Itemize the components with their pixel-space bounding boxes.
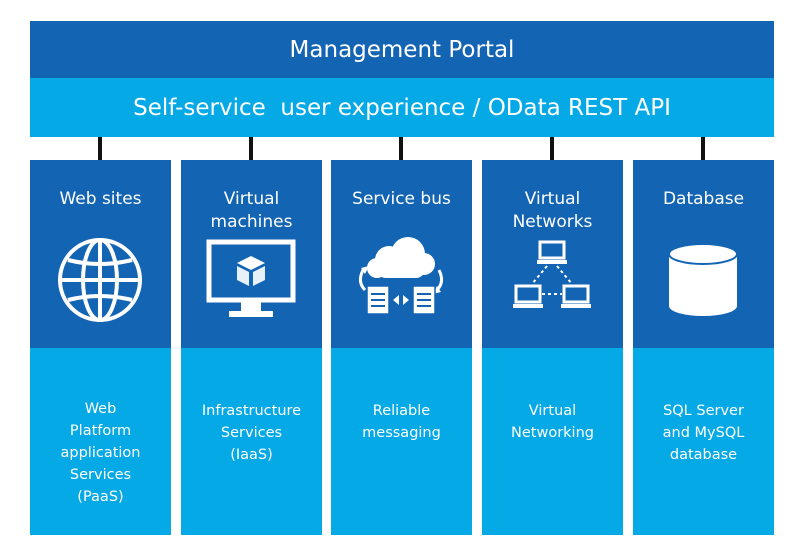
service-description-panel: Infrastructure Services (IaaS) bbox=[181, 348, 322, 535]
service-header: Virtual Networks bbox=[482, 160, 623, 348]
connector-web-sites bbox=[98, 137, 102, 160]
globe-icon bbox=[58, 238, 142, 322]
self-service-api-bar: Self-service user experience / OData RES… bbox=[30, 78, 774, 137]
service-header: Virtual machines bbox=[181, 160, 322, 348]
management-portal-bar: Management Portal bbox=[30, 21, 774, 78]
network-computers-icon bbox=[513, 240, 591, 308]
service-column-web-sites: Web sites Web Platform application Servi… bbox=[30, 160, 171, 535]
service-description: Reliable messaging bbox=[362, 403, 441, 441]
connector-virtual-networks bbox=[550, 137, 554, 160]
service-title: Web sites bbox=[59, 189, 142, 209]
connector-service-bus bbox=[399, 137, 403, 160]
service-header: Database bbox=[633, 160, 774, 348]
database-icon bbox=[668, 243, 738, 316]
service-description-panel: Web Platform application Services (PaaS) bbox=[30, 348, 171, 535]
connector-virtual-machines bbox=[249, 137, 253, 160]
self-service-api-title: Self-service user experience / OData RES… bbox=[133, 94, 671, 121]
service-column-virtual-networks: Virtual Networks Virtual Networking bbox=[482, 160, 623, 535]
service-description: Web Platform application Services (PaaS) bbox=[60, 401, 141, 505]
service-header: Service bus bbox=[331, 160, 472, 348]
service-description-panel: Reliable messaging bbox=[331, 348, 472, 535]
service-title: Virtual machines bbox=[210, 189, 293, 232]
service-title: Virtual Networks bbox=[512, 189, 593, 232]
service-description-panel: SQL Server and MySQL database bbox=[633, 348, 774, 535]
service-title: Service bus bbox=[352, 189, 451, 209]
service-description: Infrastructure Services (IaaS) bbox=[201, 403, 302, 463]
service-column-service-bus: Service bus bbox=[331, 160, 472, 535]
service-description: Virtual Networking bbox=[511, 403, 594, 441]
management-portal-title: Management Portal bbox=[289, 36, 515, 63]
service-title: Database bbox=[662, 189, 745, 209]
service-description-panel: Virtual Networking bbox=[482, 348, 623, 535]
virtual-machine-monitor-icon bbox=[206, 239, 296, 317]
service-column-database: Database SQL Server and MySQL database bbox=[633, 160, 774, 535]
service-column-virtual-machines: Virtual machines Infrastructure Services… bbox=[181, 160, 322, 535]
connector-database bbox=[701, 137, 705, 160]
service-header: Web sites bbox=[30, 160, 171, 348]
service-description: SQL Server and MySQL database bbox=[662, 403, 745, 463]
cloud-sync-icon bbox=[358, 237, 444, 315]
